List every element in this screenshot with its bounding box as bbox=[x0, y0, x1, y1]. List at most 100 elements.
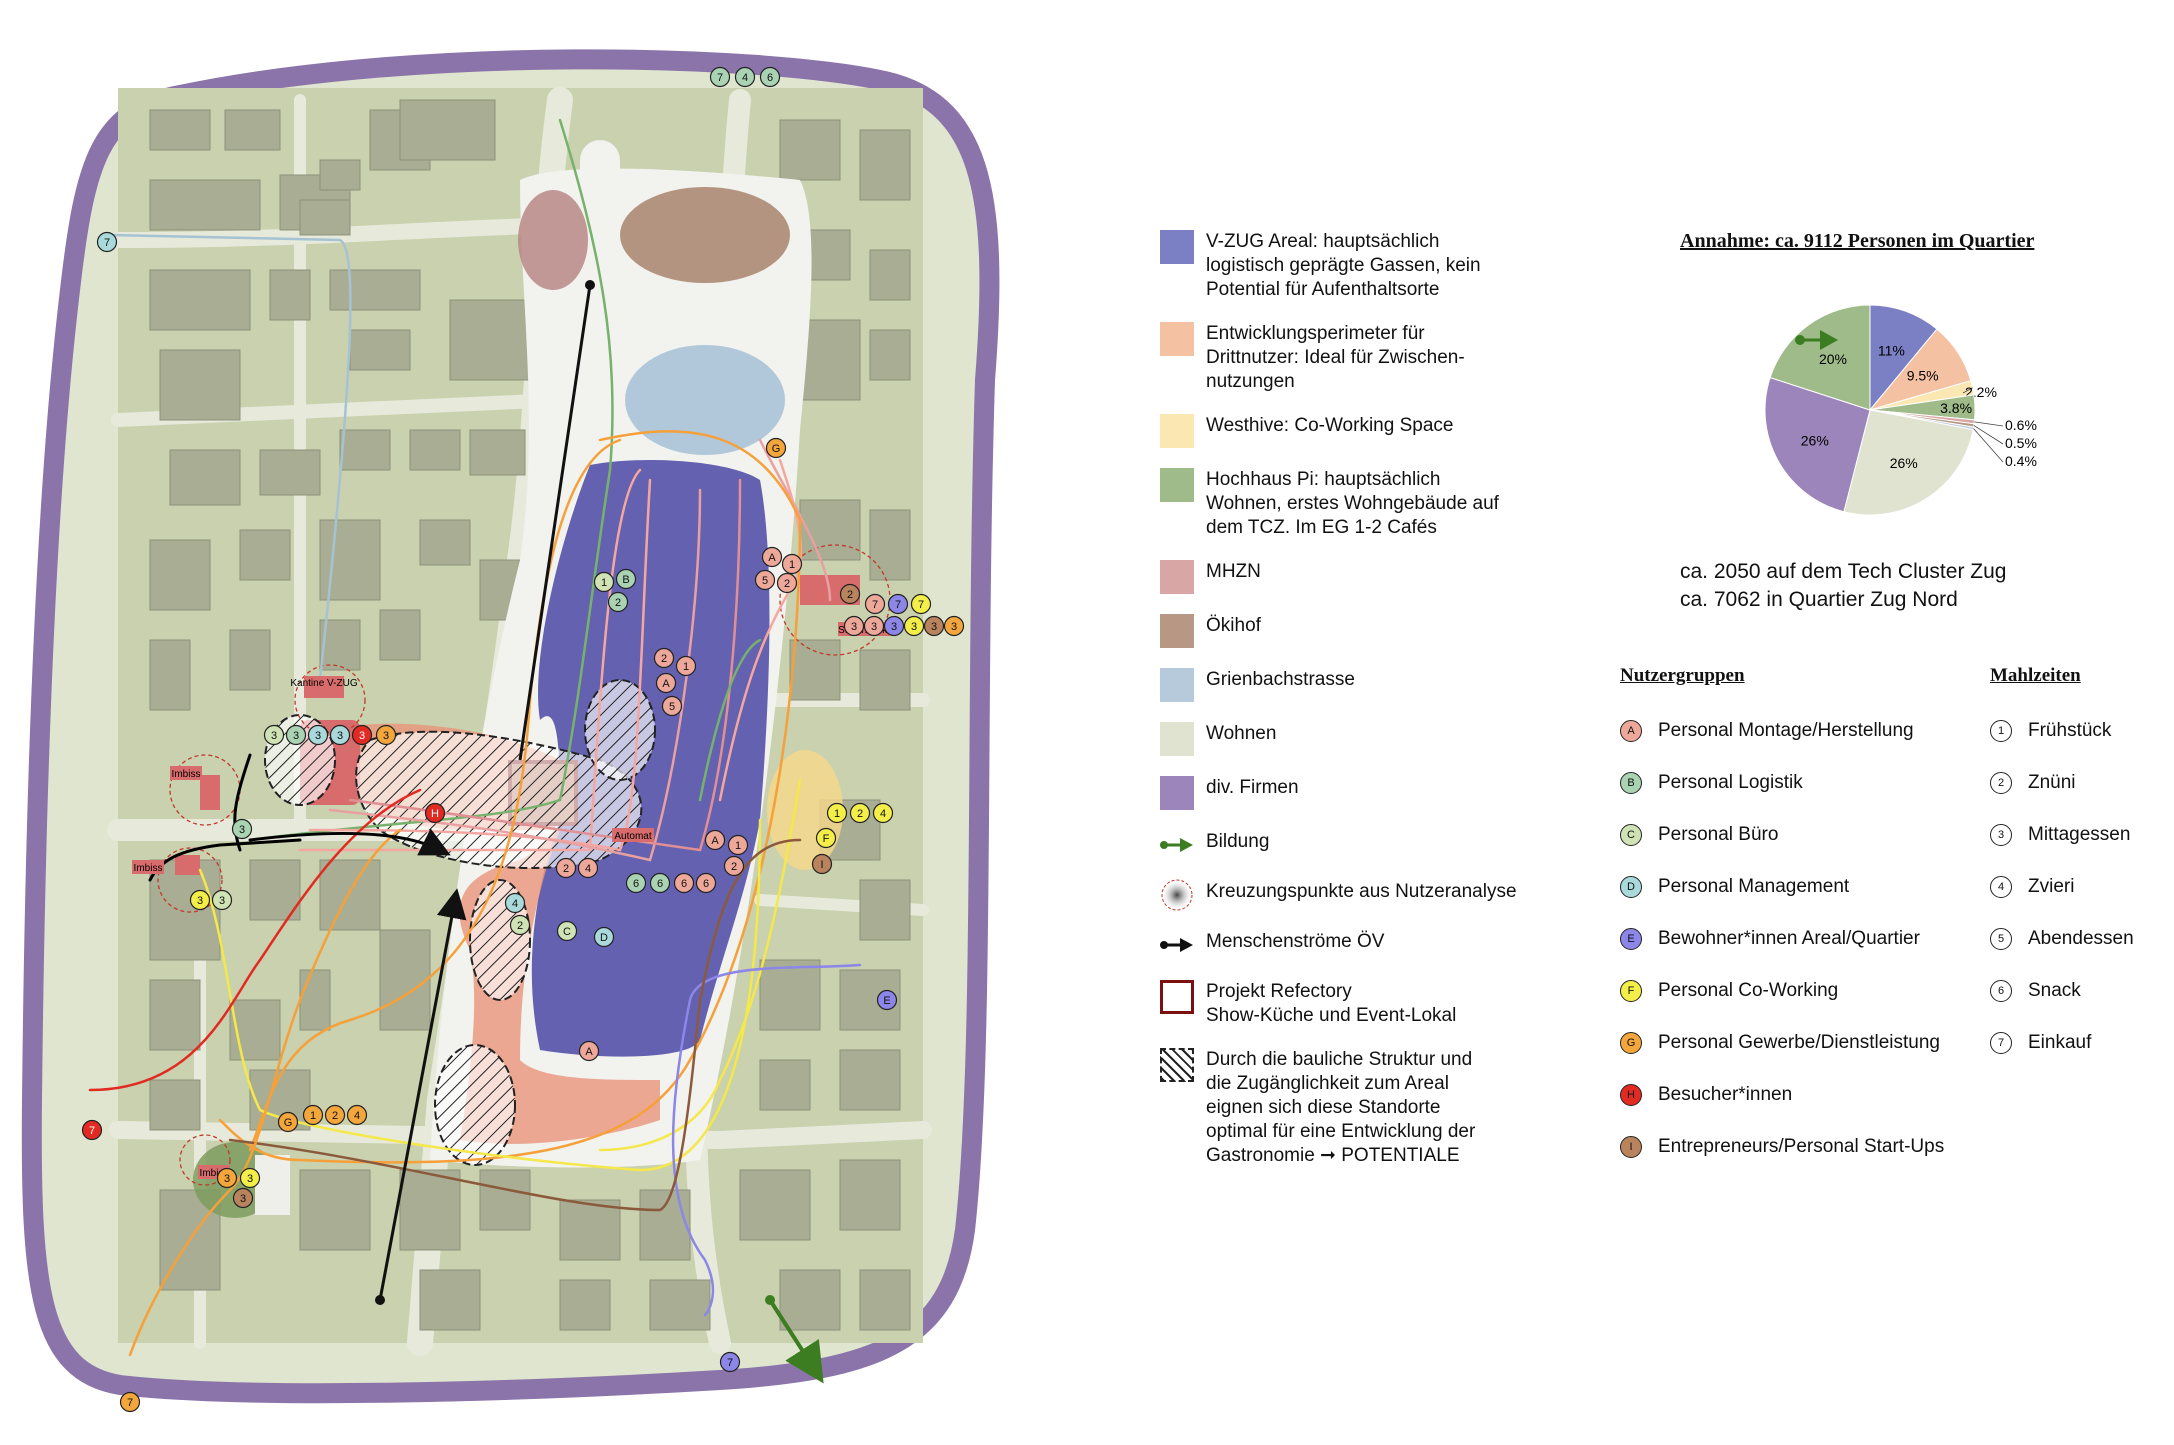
stats-panel: Annahme: ca. 9112 Personen im Quartier 1… bbox=[1660, 230, 2160, 611]
legend-label-wohnen: Wohnen bbox=[1206, 723, 1277, 744]
map-marker-g-3: 3 bbox=[375, 724, 397, 746]
group-label: Personal Büro bbox=[1658, 824, 1779, 845]
label-supermarkt: Supermarkt bbox=[838, 625, 890, 636]
meal-badge: 1 bbox=[1990, 720, 2012, 742]
map-marker-label: 3 bbox=[197, 895, 203, 907]
pie-leader-4 bbox=[1974, 421, 2004, 427]
pie-leader-2 bbox=[1962, 387, 1973, 394]
group-label: Personal Co-Working bbox=[1658, 980, 1839, 1001]
map-marker-g-7: 7 bbox=[119, 1391, 141, 1413]
map-marker-label: 4 bbox=[880, 808, 886, 820]
map-marker-b-B: B bbox=[615, 568, 637, 590]
map-marker-a-A: A bbox=[655, 672, 677, 694]
map-marker-a-2: 2 bbox=[723, 855, 745, 877]
mahlzeiten-title: Mahlzeiten bbox=[1990, 665, 2081, 686]
map-marker-label: B bbox=[622, 574, 629, 586]
map-marker-c-3: 3 bbox=[211, 889, 233, 911]
map-marker-label: 3 bbox=[911, 621, 917, 633]
map-marker-b-7: 7 bbox=[709, 66, 731, 88]
legend-item-pi: Hochhaus Pi: hauptsächlich Wohnen, erste… bbox=[1160, 468, 1540, 540]
map-marker-b-6: 6 bbox=[759, 66, 781, 88]
legend-oev-label: Menschenströme ÖV bbox=[1206, 931, 1385, 952]
map-marker-label: 3 bbox=[871, 621, 877, 633]
map-marker-g-1: 1 bbox=[302, 1104, 324, 1126]
map-marker-g-2: 2 bbox=[324, 1104, 346, 1126]
map-marker-g-3: 3 bbox=[943, 615, 965, 637]
label-automat: Automat bbox=[614, 831, 651, 842]
group-badge-f: F bbox=[1620, 980, 1642, 1002]
map-marker-a-2: 2 bbox=[555, 857, 577, 879]
label-imbiss-1: Imbiss bbox=[172, 769, 201, 780]
map-marker-label: 4 bbox=[512, 898, 518, 910]
kreuzung-icon bbox=[1160, 879, 1194, 911]
map-marker-a-1: 1 bbox=[781, 553, 803, 575]
legend-item-oekihof: Ökihof bbox=[1160, 614, 1540, 648]
pie-leader-5 bbox=[1973, 425, 2004, 445]
map-marker-e-E: E bbox=[876, 989, 898, 1011]
meal-label: Abendessen bbox=[2028, 928, 2134, 949]
map-marker-label: 6 bbox=[767, 72, 773, 84]
map-marker-label: 3 bbox=[239, 824, 245, 836]
map-marker-label: 2 bbox=[615, 597, 621, 609]
map-marker-g-3: 3 bbox=[216, 1167, 238, 1189]
pie-slice-8 bbox=[1764, 376, 1871, 513]
map-marker-g-G: G bbox=[277, 1111, 299, 1133]
map-marker-label: 6 bbox=[703, 878, 709, 890]
legend-swatch-oekihof bbox=[1160, 614, 1194, 648]
map-marker-label: 7 bbox=[127, 1397, 133, 1409]
flow-lines bbox=[88, 118, 862, 1357]
legend-bildung-label: Bildung bbox=[1206, 831, 1270, 852]
map-marker-d-3: 3 bbox=[329, 724, 351, 746]
map-marker-b-6: 6 bbox=[649, 872, 671, 894]
legend-item-westhive: Westhive: Co-Working Space bbox=[1160, 414, 1540, 448]
map-marker-label: 7 bbox=[717, 72, 723, 84]
totals: ca. 2050 auf dem Tech Cluster Zug ca. 70… bbox=[1680, 558, 2006, 614]
map-marker-f-3: 3 bbox=[903, 615, 925, 637]
imbiss-building-2 bbox=[175, 855, 200, 875]
map-marker-a-A: A bbox=[578, 1040, 600, 1062]
pie-label-3: 3.8% bbox=[1940, 400, 1972, 416]
legend-label-grienbach: Grienbachstrasse bbox=[1206, 669, 1355, 690]
map-marker-a-2: 2 bbox=[776, 572, 798, 594]
map-marker-label: 3 bbox=[315, 730, 321, 742]
group-label: Bewohner*innen Areal/Quartier bbox=[1658, 928, 1920, 949]
map-marker-label: 5 bbox=[762, 575, 768, 587]
map-marker-label: 3 bbox=[359, 730, 365, 742]
map-marker-label: 3 bbox=[293, 730, 299, 742]
map-marker-e-7: 7 bbox=[719, 1351, 741, 1373]
pie-label-7: 26% bbox=[1890, 455, 1918, 471]
imbiss-building-1 bbox=[200, 775, 220, 810]
label-imbiss-3: Imbiss bbox=[200, 1168, 229, 1179]
legend-swatch-vzug bbox=[1160, 230, 1194, 264]
pie-label-8: 26% bbox=[1801, 432, 1829, 448]
legend-item-mhzn: MHZN bbox=[1160, 560, 1540, 594]
map-marker-label: 1 bbox=[683, 661, 689, 673]
map-marker-label: 1 bbox=[601, 577, 607, 589]
map-marker-label: 2 bbox=[857, 808, 863, 820]
map-marker-label: 6 bbox=[657, 878, 663, 890]
map-marker-b-3: 3 bbox=[285, 724, 307, 746]
legend-swatch-wohnen bbox=[1160, 722, 1194, 756]
site-map: Kantine V-ZUG Imbiss Imbiss Imbiss Super… bbox=[21, 49, 1000, 1413]
legend-oev: Menschenströme ÖV bbox=[1160, 930, 1540, 960]
pie-slice-0 bbox=[1869, 304, 1938, 412]
map-marker-label: 3 bbox=[337, 730, 343, 742]
pie-title: Annahme: ca. 9112 Personen im Quartier bbox=[1680, 230, 2035, 252]
mhzn-area bbox=[518, 190, 588, 290]
map-marker-label: 3 bbox=[891, 621, 897, 633]
map-marker-b-4: 4 bbox=[734, 66, 756, 88]
legend-swatch-grienbach bbox=[1160, 668, 1194, 702]
map-marker-label: 2 bbox=[661, 653, 667, 665]
map-marker-label: 7 bbox=[104, 237, 110, 249]
pi-building bbox=[255, 1155, 290, 1215]
